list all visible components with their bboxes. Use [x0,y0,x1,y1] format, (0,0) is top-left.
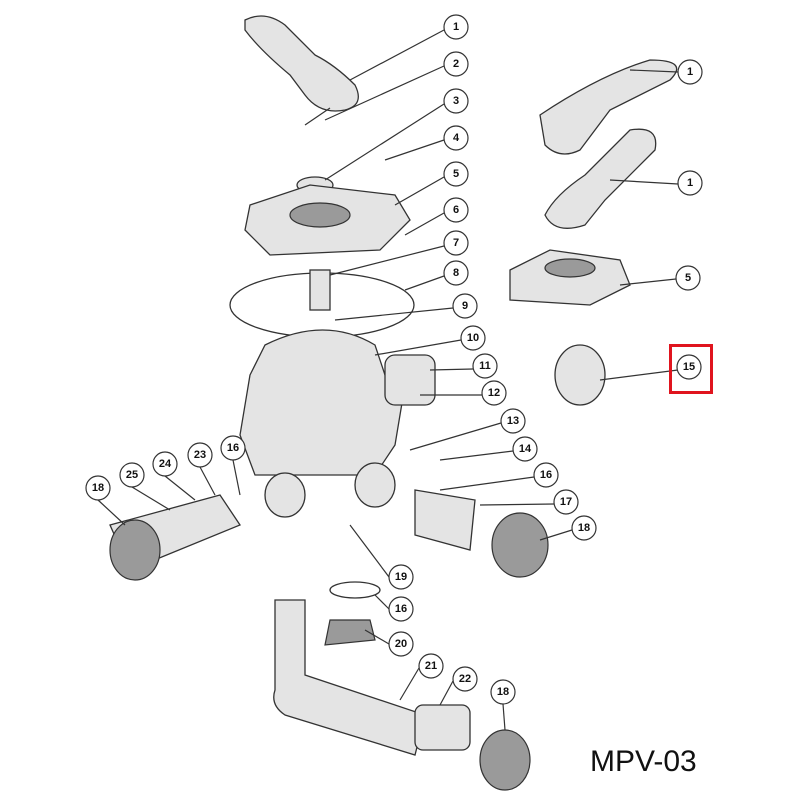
callout-2: 2 [443,51,469,77]
svg-text:14: 14 [519,443,532,455]
svg-text:18: 18 [578,522,590,534]
svg-text:16: 16 [540,469,552,481]
elbow-pipe-part [273,599,426,756]
callout-5-alt: 5 [675,265,701,291]
svg-text:17: 17 [560,496,572,508]
callout-8: 8 [443,260,469,286]
svg-text:1: 1 [687,177,693,189]
drain-plug-part [324,619,376,646]
valve-body-part [239,329,406,476]
callout-14: 14 [512,436,538,462]
callout-9: 9 [452,293,478,319]
callout-18: 18 [571,515,597,541]
svg-text:22: 22 [459,673,471,685]
svg-text:3: 3 [453,95,459,107]
svg-text:16: 16 [395,603,407,615]
callouts: 1 2 3 4 5 6 7 8 9 10 11 12 13 14 16 17 1… [85,14,703,705]
svg-text:2: 2 [453,58,459,70]
svg-text:23: 23 [194,449,206,461]
callout-16: 16 [533,462,559,488]
svg-text:5: 5 [453,168,459,180]
callout-11: 11 [472,353,498,379]
svg-text:24: 24 [159,458,172,470]
callout-13: 13 [500,408,526,434]
oring-16-part [329,581,381,599]
svg-text:4: 4 [453,132,460,144]
shaft-part [309,269,331,311]
svg-text:15: 15 [683,361,695,373]
port-right [354,462,396,508]
callout-16-bottom: 16 [388,596,414,622]
callout-18-left: 18 [85,475,111,501]
svg-text:7: 7 [453,237,459,249]
cover-alt-hub [544,258,596,278]
callout-1-alt-a: 1 [677,59,703,85]
svg-text:1: 1 [687,66,693,78]
model-label: MPV-03 [590,745,697,778]
svg-text:18: 18 [92,482,104,494]
callout-12: 12 [481,380,507,406]
pin-part [304,107,331,126]
svg-text:9: 9 [462,300,468,312]
callout-21: 21 [418,653,444,679]
callout-24: 24 [152,451,178,477]
callout-22: 22 [452,666,478,692]
callout-1-alt-b: 1 [677,170,703,196]
pressure-gauge-part [554,344,606,406]
callout-18-bottom: 18 [490,679,516,705]
svg-text:19: 19 [395,571,407,583]
callout-1: 1 [443,14,469,40]
callout-17: 17 [553,489,579,515]
callout-15: 15 [676,354,702,380]
svg-text:5: 5 [685,272,691,284]
union-nut-bottom [479,729,531,791]
svg-text:25: 25 [126,469,138,481]
handle-alt-1 [539,59,678,155]
svg-text:18: 18 [497,686,509,698]
callout-10: 10 [460,325,486,351]
callout-16-left: 16 [220,435,246,461]
callout-20: 20 [388,631,414,657]
callout-5: 5 [443,161,469,187]
handle-part [244,15,359,112]
svg-text:10: 10 [467,332,479,344]
callout-6: 6 [443,197,469,223]
union-right [414,489,476,551]
side-port-part [384,354,436,406]
svg-text:12: 12 [488,387,500,399]
callout-4: 4 [443,125,469,151]
leader-lines [97,29,679,731]
handle-alt-2 [544,128,657,229]
callout-19: 19 [388,564,414,590]
svg-text:8: 8 [453,267,459,279]
parts [109,15,678,791]
callout-7: 7 [443,230,469,256]
adapter-part [414,704,471,751]
svg-text:16: 16 [227,442,239,454]
svg-text:21: 21 [425,660,437,672]
cover-hub [289,202,351,228]
callout-25: 25 [119,462,145,488]
svg-text:11: 11 [479,360,491,372]
port-left [264,472,306,518]
union-nut-left [109,519,161,581]
svg-text:1: 1 [453,21,459,33]
callout-23: 23 [187,442,213,468]
highlight-box-callout-15 [669,344,713,394]
svg-text:20: 20 [395,638,407,650]
union-nut-right [491,512,549,578]
svg-text:13: 13 [507,415,519,427]
svg-text:6: 6 [453,204,459,216]
callout-3: 3 [443,88,469,114]
